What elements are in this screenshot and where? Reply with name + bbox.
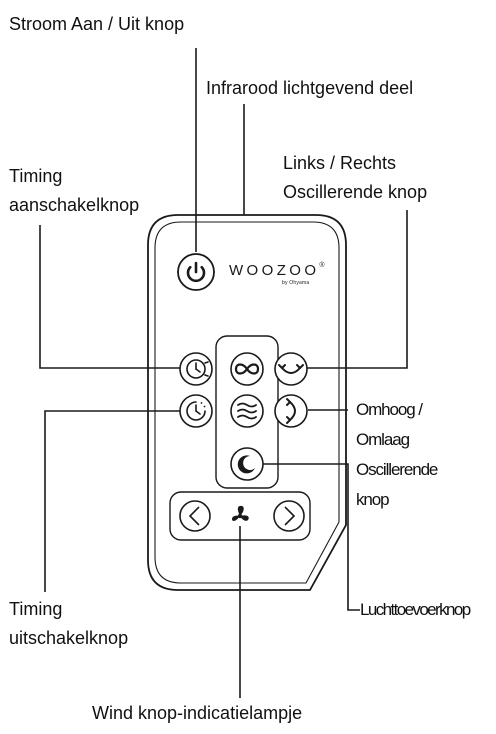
infinity-icon	[234, 363, 260, 375]
label-airflow: Luchttoevoerknop	[360, 600, 471, 619]
label-ud-osc-line3: Oscillerende	[356, 460, 438, 479]
label-lr-osc-line2: Oscillerende knop	[283, 182, 428, 202]
power-icon	[186, 261, 206, 283]
timer-on-icon	[186, 359, 209, 379]
wind-mode-button[interactable]	[230, 394, 264, 428]
label-ud-osc-line1: Omhoog /	[356, 400, 423, 419]
power-button[interactable]	[177, 253, 215, 291]
leader-airflow	[260, 463, 360, 611]
wind-increase-button[interactable]	[273, 500, 305, 532]
brand-logo: WOOZOO®	[229, 262, 325, 279]
label-timing-on-line1: Timing	[9, 166, 63, 186]
leader-lr-osc	[306, 210, 408, 369]
wind-waves-icon	[237, 402, 257, 420]
label-lr-osc-line1: Links / Rechts	[283, 153, 397, 173]
brand-name: WOOZOO	[229, 262, 320, 279]
horizontal-oscillation-button[interactable]	[274, 352, 308, 386]
leader-timing-off	[44, 410, 180, 592]
label-ud-osc-line4: knop	[356, 490, 390, 509]
rotate-horizontal-icon	[278, 364, 304, 374]
label-timing-off-line1: Timing	[9, 599, 63, 619]
sleep-button[interactable]	[230, 447, 264, 481]
label-wind: Wind knop-indicatielampje	[92, 703, 303, 723]
label-ud-osc-line2: Omlaag	[356, 430, 410, 449]
timer-off-button[interactable]	[179, 394, 213, 428]
timer-off-icon	[186, 401, 206, 421]
wind-decrease-button[interactable]	[179, 500, 211, 532]
timer-on-button[interactable]	[179, 352, 213, 386]
brand-sub: by Ohyama	[282, 280, 310, 286]
leader-lines	[39, 48, 408, 698]
brand-registered: ®	[319, 262, 325, 269]
leader-timing-on	[39, 225, 180, 369]
chevron-left-icon	[188, 506, 200, 526]
rotate-vertical-icon	[286, 398, 296, 424]
chevron-right-icon	[284, 506, 296, 526]
label-timing-on-line2: aanschakelknop	[9, 195, 140, 215]
label-timing-off-line2: uitschakelknop	[9, 628, 129, 648]
continuous-button[interactable]	[230, 352, 264, 386]
label-power: Stroom Aan / Uit knop	[9, 14, 185, 34]
remote-inner-edge	[154, 221, 340, 584]
moon-icon	[237, 455, 255, 474]
label-infrared: Infrarood lichtgevend deel	[206, 78, 414, 98]
vertical-oscillation-button[interactable]	[274, 394, 308, 428]
fan-icon	[232, 505, 249, 521]
